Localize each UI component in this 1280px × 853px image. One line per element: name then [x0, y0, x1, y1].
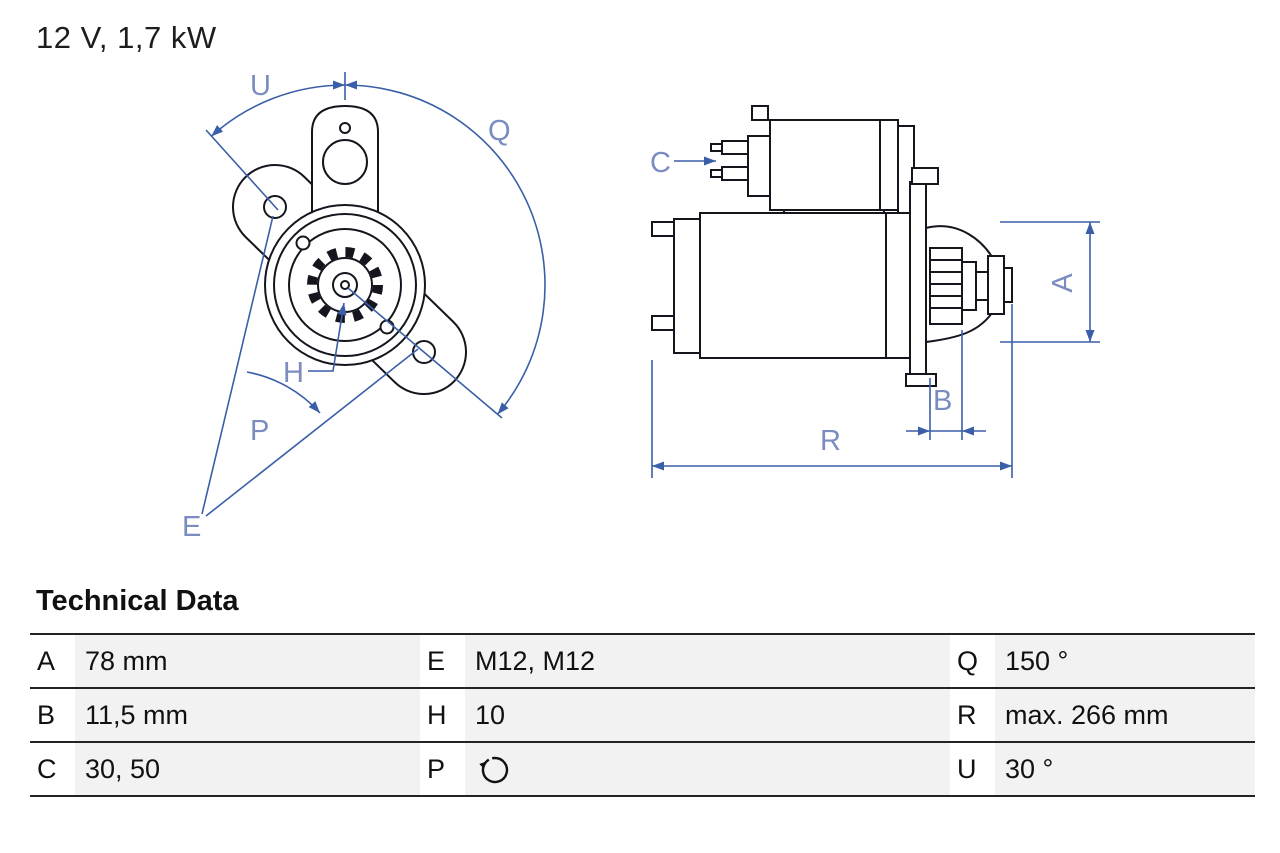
spec-p-value [465, 741, 950, 795]
spec-u-value: 30 ° [995, 741, 1255, 795]
dim-label-p: P [250, 415, 269, 447]
front-view-dimensions: U Q H P E [182, 70, 546, 543]
dim-label-r: R [820, 425, 841, 457]
spec-b-value: 11,5 mm [75, 687, 420, 741]
drive-end-step-top [911, 167, 939, 185]
spec-p-key: P [420, 741, 465, 795]
spec-e-value: M12, M12 [465, 633, 950, 687]
rear-end-shield [673, 218, 701, 354]
dimension-e: E [182, 215, 419, 543]
dimension-a: A [1000, 221, 1100, 343]
shaft-boss [987, 255, 1005, 315]
dimension-h: H [283, 302, 347, 389]
dim-label-u: U [250, 70, 271, 102]
screw-hole-upper [295, 235, 311, 251]
dim-label-a: A [1047, 273, 1079, 293]
spec-u-key: U [950, 741, 995, 795]
spec-c-value: 30, 50 [75, 741, 420, 795]
side-view [651, 105, 1013, 387]
dim-label-q: Q [488, 115, 511, 147]
drive-housing-bottom [925, 309, 995, 343]
solenoid-flange [747, 135, 771, 197]
technical-data-title: Technical Data [36, 585, 239, 617]
through-bolt-lower [651, 315, 675, 331]
spec-a-value: 78 mm [75, 633, 420, 687]
technical-data-table: A 78 mm E M12, M12 Q 150 ° B 11,5 mm H 1… [30, 633, 1255, 797]
spec-h-value: 10 [465, 687, 950, 741]
shaft-center-pin [340, 280, 350, 290]
through-bolt-upper [651, 221, 675, 237]
dimension-b: B [906, 330, 986, 440]
dim-label-e: E [182, 511, 201, 543]
dimension-q: Q [344, 80, 546, 419]
spec-c-key: C [30, 741, 75, 795]
tab-bore [322, 139, 368, 185]
terminal-stud-30 [721, 140, 749, 155]
pinion-collar [961, 261, 977, 311]
spec-a-key: A [30, 633, 75, 687]
spec-h-key: H [420, 687, 465, 741]
drive-end-plate [909, 181, 927, 375]
dimension-c: C [650, 147, 716, 179]
dim-label-h: H [283, 357, 304, 389]
spec-q-key: Q [950, 633, 995, 687]
dim-label-b: B [933, 385, 952, 417]
page-title: 12 V, 1,7 kW [36, 20, 217, 55]
drive-end-foot [905, 373, 937, 387]
tab-pilot-hole [339, 122, 351, 134]
technical-drawing-svg: U Q H P E [182, 70, 1100, 543]
terminal-stud-50 [721, 166, 749, 181]
rotation-direction-icon [479, 756, 509, 784]
spec-r-key: R [950, 687, 995, 741]
front-view [232, 104, 467, 395]
technical-data-section: Technical Data A 78 mm E M12, M12 Q 150 … [30, 585, 1255, 797]
terminal-spade [751, 105, 769, 121]
dim-label-c: C [650, 147, 671, 179]
dimension-r: R [651, 304, 1013, 478]
spec-b-key: B [30, 687, 75, 741]
dimension-p: P [246, 371, 321, 447]
motor-body [699, 212, 911, 359]
spec-e-key: E [420, 633, 465, 687]
spec-r-value: max. 266 mm [995, 687, 1255, 741]
spec-q-value: 150 ° [995, 633, 1255, 687]
shaft-tip [1003, 267, 1013, 303]
solenoid-body [769, 119, 899, 211]
screw-hole-lower [379, 319, 395, 335]
side-view-dimensions: C A B R [650, 147, 1100, 478]
